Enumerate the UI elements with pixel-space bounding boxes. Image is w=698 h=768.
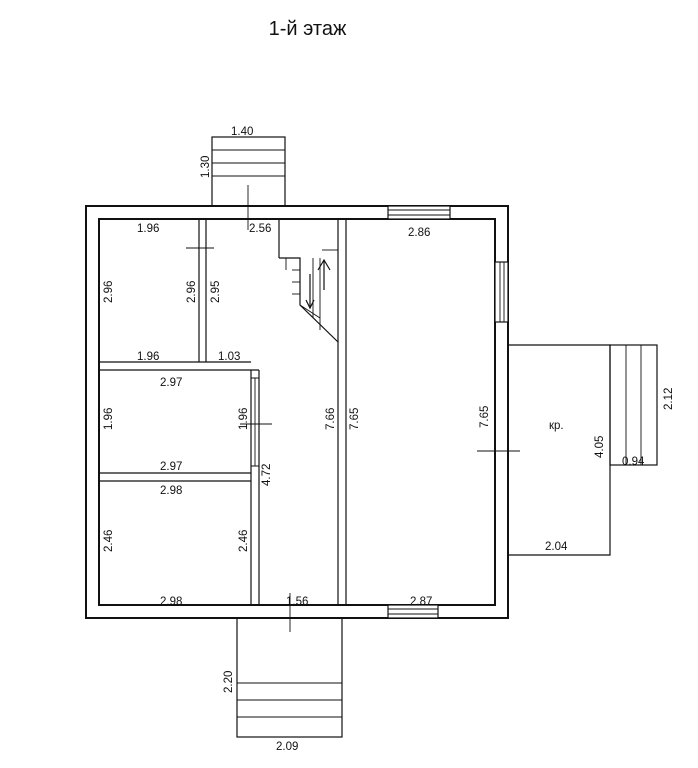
dim-room4-right: 2.46	[238, 530, 250, 552]
dim-room3-left: 1.96	[103, 408, 115, 430]
dim-terrace-step: 0.94	[622, 456, 645, 468]
dim-porch-top-height: 1.30	[200, 156, 212, 178]
dim-room4-bottom: 2.98	[160, 596, 182, 608]
dim-corridor-height: 4.72	[261, 464, 273, 486]
dim-room1-height: 2.96	[103, 281, 115, 303]
dimension-labels: 1.40 1.30 1.96 2.56 2.86 2.96 2.96 2.95 …	[103, 126, 675, 753]
top-porch	[211, 136, 286, 230]
dim-terrace-width: 2.12	[663, 388, 675, 410]
window-right	[494, 261, 509, 323]
dim-stair-height: 7.66	[325, 408, 337, 430]
dim-corridor-bottom: 1.56	[286, 596, 308, 608]
dim-big-right: 7.65	[479, 406, 491, 428]
dim-room2-height-b: 2.95	[210, 281, 222, 303]
dim-terrace-height: 4.05	[594, 436, 606, 458]
interior-walls	[99, 219, 347, 605]
terrace	[507, 344, 658, 556]
dim-room1-width: 1.96	[137, 223, 159, 235]
dim-porch-top-width: 1.40	[231, 126, 253, 138]
dim-room3-bottom: 2.97	[160, 461, 182, 473]
dim-room2-bottom: 1.03	[218, 351, 240, 363]
floor-title: 1-й этаж	[268, 18, 347, 40]
window-left	[250, 377, 260, 467]
dim-room1-bottom: 1.96	[137, 351, 159, 363]
staircase	[279, 249, 339, 343]
dim-terrace-bottom: 2.04	[545, 541, 568, 553]
dim-room4-left: 2.46	[103, 530, 115, 552]
dim-room3-right: 1.96	[238, 408, 250, 430]
dim-hall-width: 2.56	[249, 223, 271, 235]
window-top	[387, 205, 451, 220]
label-kr: кр.	[549, 420, 564, 432]
dim-room2-height-a: 2.96	[186, 281, 198, 303]
dim-porch-bottom-width: 2.09	[276, 741, 298, 753]
dim-big-bottom: 2.87	[410, 596, 432, 608]
dim-big-left: 7.65	[349, 408, 361, 430]
bottom-porch	[236, 617, 343, 738]
outer-walls	[85, 205, 509, 619]
dim-big-room-top: 2.86	[408, 227, 430, 239]
dim-room4-top: 2.98	[160, 485, 182, 497]
door-marks	[186, 247, 520, 632]
dim-porch-bottom-height: 2.20	[223, 671, 235, 693]
dim-room3-top: 2.97	[160, 377, 182, 389]
window-bottom	[387, 604, 439, 619]
